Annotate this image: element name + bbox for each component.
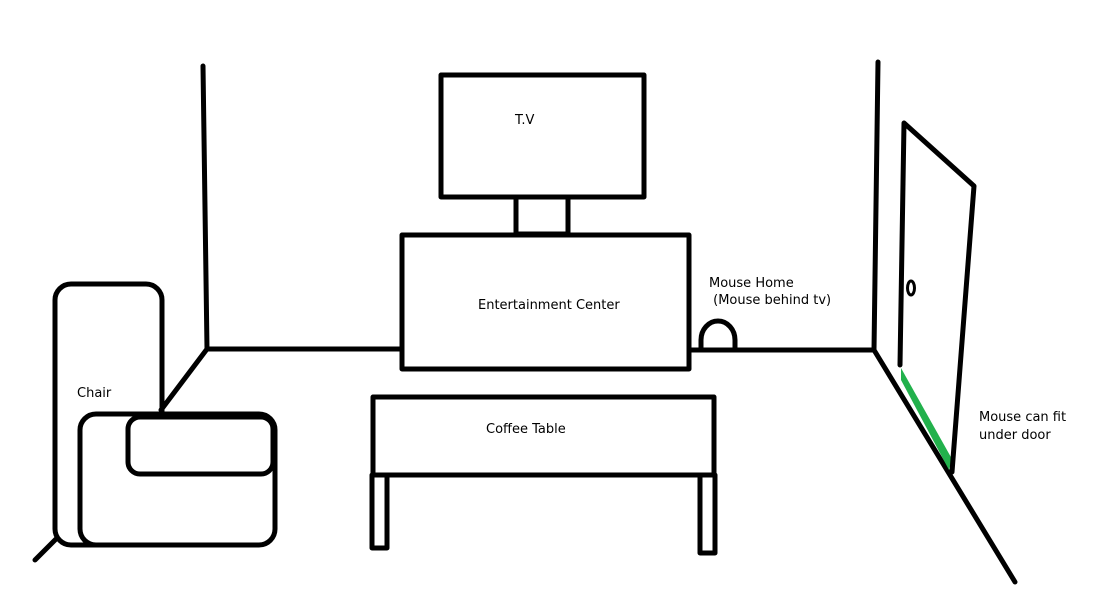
tv-stand — [513, 194, 571, 237]
door: Mouse can fit under door — [897, 120, 1066, 475]
entertainment-center-label: Entertainment Center — [478, 298, 620, 313]
right-floor-edge — [871, 347, 1018, 585]
coffee-table-leg-left — [369, 472, 390, 551]
right-wall-corner — [871, 59, 881, 353]
tv-label: T.V — [514, 113, 535, 128]
room-walls — [32, 59, 1018, 585]
coffee-table-label: Coffee Table — [486, 422, 566, 437]
coffee-table: Coffee Table — [369, 394, 718, 556]
mouse-hole — [698, 318, 738, 352]
mouse-home-label-line2: (Mouse behind tv) — [709, 293, 831, 308]
door-note-line2: under door — [979, 428, 1051, 443]
left-wall-corner — [200, 63, 210, 352]
chair-cushion — [125, 414, 276, 477]
entertainment-center-box — [399, 232, 692, 372]
door-knob — [906, 279, 916, 297]
mouse-home: Mouse Home (Mouse behind tv) — [698, 276, 831, 352]
chair: Chair — [52, 281, 278, 548]
coffee-table-leg-right — [697, 472, 718, 556]
mouse-home-label-line1: Mouse Home — [709, 276, 794, 291]
door-note-line1: Mouse can fit — [979, 410, 1066, 425]
tv-screen — [438, 72, 647, 200]
left-floor-edge-upper — [158, 346, 210, 413]
chair-label: Chair — [77, 386, 112, 401]
coffee-table-top — [370, 394, 717, 478]
door-gap-green — [901, 368, 952, 470]
door-frame — [897, 120, 977, 475]
tv: T.V — [438, 72, 647, 237]
entertainment-center: Entertainment Center — [399, 232, 692, 372]
left-floor-edge-lower — [32, 536, 59, 563]
